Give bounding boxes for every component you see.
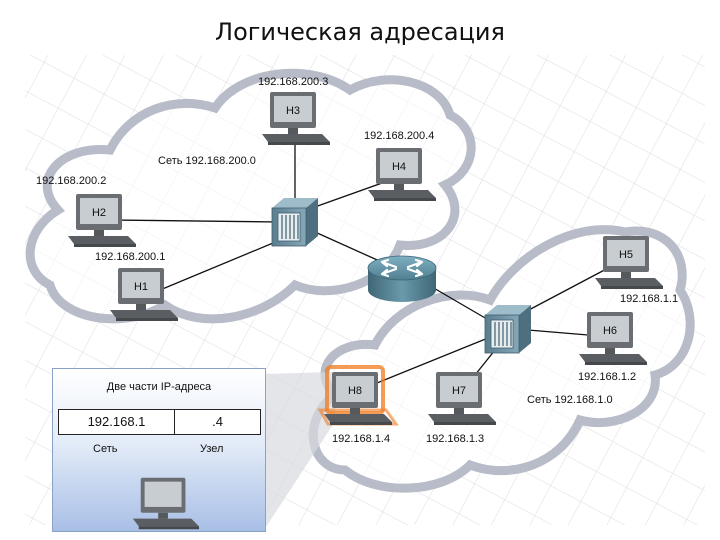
ip-address-box: 192.168.1 .4: [58, 409, 261, 435]
pc-h3[interactable]: H3: [262, 92, 330, 145]
panel-title: Две части IP-адреса: [106, 381, 212, 393]
pc-h2[interactable]: H2: [68, 194, 136, 247]
ip-parts-panel: Две части IP-адреса 192.168.1 .4 Сеть Уз…: [52, 368, 266, 532]
network-label-1: Сеть 192.168.200.0: [158, 155, 256, 167]
zoom-wedge: [264, 372, 336, 530]
ip-label-h4: 192.168.200.4: [364, 130, 434, 142]
ip-label-h7: 192.168.1.3: [426, 433, 484, 445]
pc-h5[interactable]: H5: [595, 236, 663, 289]
pc-h8[interactable]: H8: [317, 365, 399, 426]
slide-title: Логическая адресация: [215, 18, 505, 46]
host-name-h5: H5: [619, 249, 633, 261]
ip-label-h3: 192.168.200.3: [258, 76, 328, 88]
host-name-h2: H2: [92, 207, 106, 219]
switch-network-2[interactable]: [484, 305, 531, 354]
host-part: .4: [212, 414, 223, 429]
host-name-h7: H7: [452, 385, 466, 397]
router[interactable]: [367, 255, 437, 302]
host-name-h3: H3: [286, 105, 300, 117]
links: [109, 128, 613, 386]
router-arrows-icon: [380, 258, 424, 278]
pc-h1[interactable]: H1: [110, 268, 178, 321]
cloud-network-2: [308, 225, 695, 493]
host-name-h6: H6: [603, 325, 617, 337]
ip-label-h2: 192.168.200.2: [36, 175, 106, 187]
network-part: 192.168.1: [59, 410, 175, 434]
pc-h4[interactable]: H4: [368, 148, 436, 201]
ip-label-h1: 192.168.200.1: [95, 251, 165, 263]
host-name-h8: H8: [348, 385, 362, 397]
pc-h7[interactable]: H7: [428, 372, 496, 425]
host-part-caption: Узел: [200, 443, 224, 455]
network-label-2: Сеть 192.168.1.0: [527, 394, 613, 406]
switch-network-1[interactable]: [271, 198, 318, 247]
computer-icon: [132, 477, 200, 530]
ip-label-h6: 192.168.1.2: [578, 371, 636, 383]
host-name-h1: H1: [134, 281, 148, 293]
ip-label-h5: 192.168.1.1: [620, 293, 678, 305]
pc-h6[interactable]: H6: [579, 312, 647, 365]
ip-label-h8: 192.168.1.4: [332, 433, 390, 445]
network-part-caption: Сеть: [93, 443, 118, 455]
host-name-h4: H4: [392, 161, 406, 173]
